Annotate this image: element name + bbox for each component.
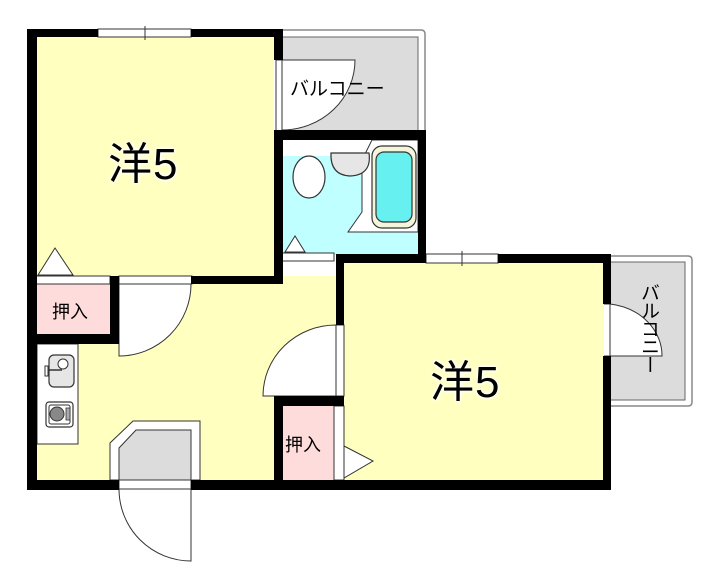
doors: [37, 247, 375, 479]
closet-label-2: 押入: [285, 435, 321, 456]
balcony-label-1: バルコニー: [290, 78, 385, 100]
balcony-label-2: バルコニー: [638, 283, 660, 373]
washbasin-icon: [330, 152, 370, 177]
balcony-1: [275, 29, 426, 133]
balcony-2: [602, 255, 693, 407]
kitchen: [36, 343, 79, 445]
entrance: [109, 420, 201, 562]
shoe-box-icon: [118, 429, 192, 481]
closet-1: [35, 275, 111, 334]
toilet-icon: [292, 155, 326, 199]
bathtub-icon: [375, 151, 413, 223]
closet-label-1: 押入: [52, 302, 88, 323]
room-label-western-2: 洋5: [430, 358, 501, 407]
bathroom: [281, 139, 419, 262]
room-1-floor: [36, 36, 274, 276]
walls: [27, 29, 611, 490]
closet-2: [282, 405, 345, 481]
room-label-western-1: 洋5: [108, 140, 179, 189]
room-2-floor: [344, 262, 604, 480]
